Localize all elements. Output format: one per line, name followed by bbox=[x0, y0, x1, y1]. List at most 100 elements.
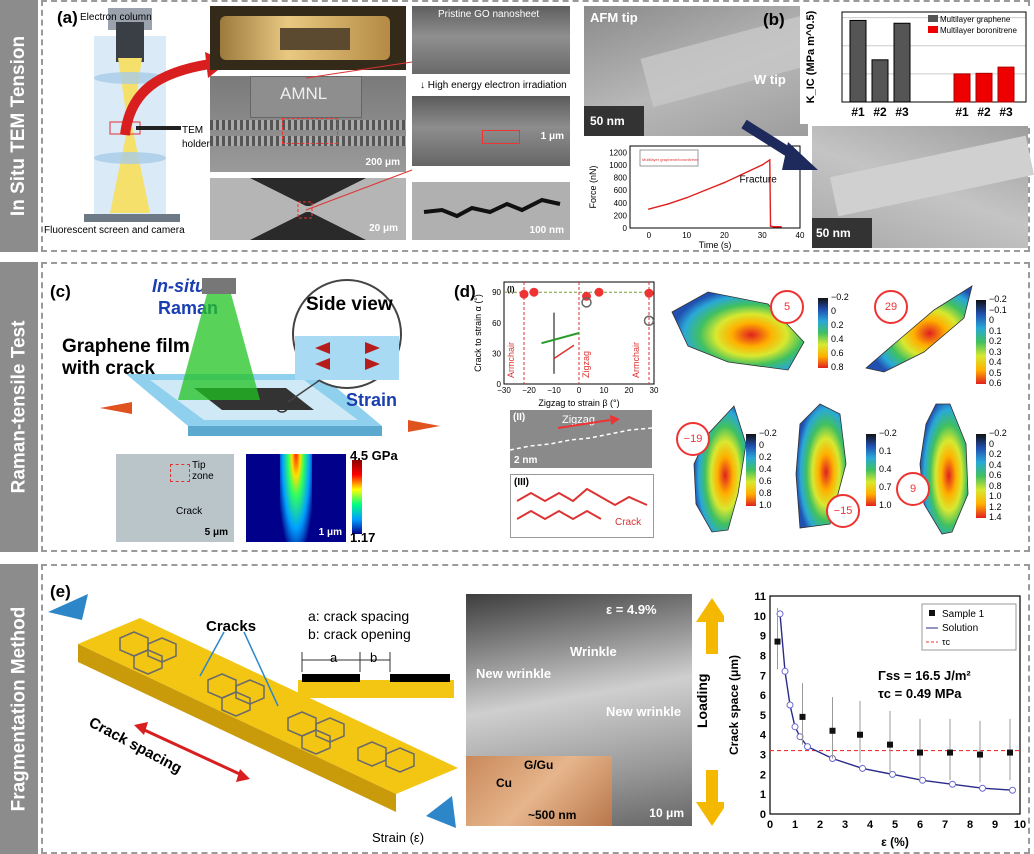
x-axis-label: Time (s) bbox=[699, 240, 732, 250]
sem-device: AMNL 200 μm bbox=[210, 76, 406, 172]
sample-point bbox=[857, 731, 863, 738]
x-tick-label: 10 bbox=[600, 386, 609, 395]
x-tick-label: 20 bbox=[720, 231, 729, 240]
filled-point bbox=[529, 287, 539, 297]
x-tick-label: −30 bbox=[497, 386, 511, 395]
graphene-bar bbox=[893, 22, 911, 103]
cbar-max: 4.5 GPa bbox=[350, 448, 398, 463]
section-tem-tension: In Situ TEM Tension (a) Electron column … bbox=[0, 0, 1034, 252]
label-b: (b) bbox=[763, 10, 785, 29]
scalebar-50nm-b: 50 nm bbox=[816, 226, 851, 240]
legend-tau: τc bbox=[942, 637, 951, 647]
stem-panel: (II) Zigzag 2 nm bbox=[509, 410, 653, 468]
graphene-bar bbox=[849, 19, 867, 103]
boronitrene-bar bbox=[953, 73, 971, 103]
legend-swatch-sample bbox=[929, 610, 935, 616]
colorbar-tick: 0.8 bbox=[759, 488, 772, 498]
filled-point bbox=[519, 289, 529, 299]
amnl-text: AMNL bbox=[280, 84, 328, 103]
orientation-tag-text: −19 bbox=[683, 433, 703, 445]
strain-e-label: Strain (ε) bbox=[372, 830, 425, 845]
x-tick-label: 4 bbox=[867, 819, 874, 831]
category-label: #3 bbox=[999, 105, 1013, 119]
cracks-label: Cracks bbox=[206, 618, 257, 635]
side-label-raman: Raman-tensile Test bbox=[0, 262, 38, 552]
y-axis-label: Crack space (μm) bbox=[727, 655, 741, 755]
orientation-tag-text: 29 bbox=[884, 301, 898, 313]
solution-point bbox=[949, 780, 956, 788]
panel-III-label: (III) bbox=[514, 477, 529, 488]
colorbar-tick: 0 bbox=[989, 315, 995, 325]
force-point bbox=[742, 172, 745, 175]
open-point bbox=[581, 297, 592, 308]
solution-point bbox=[786, 701, 794, 709]
fragmentation-schematic bbox=[48, 594, 458, 828]
y-tick-label: 800 bbox=[614, 174, 628, 183]
orientation-tag: −19 bbox=[676, 422, 710, 456]
frame-tem bbox=[41, 0, 1030, 252]
y-tick-label: 30 bbox=[492, 349, 501, 358]
strain-map bbox=[919, 403, 969, 535]
force-point bbox=[772, 225, 775, 228]
legend-sample: Sample 1 bbox=[942, 609, 985, 620]
section-raman: Raman-tensile Test (c) In-situ Raman Sid… bbox=[0, 262, 1033, 552]
label-e: (e) bbox=[50, 582, 71, 601]
y-tick-label: 0 bbox=[623, 224, 628, 233]
map-shape bbox=[919, 403, 969, 535]
boronitrene-bar bbox=[997, 66, 1015, 103]
colorbar-tick: 0.3 bbox=[989, 346, 1002, 357]
strain-map bbox=[865, 285, 973, 373]
colorbar-tick: 1.4 bbox=[989, 512, 1002, 522]
graphene-film-label: Graphene film with crack bbox=[62, 336, 190, 379]
colorbar-tick: 0 bbox=[989, 438, 995, 449]
section-fragmentation: Fragmentation Method (e) Cracks Crack sp… bbox=[0, 564, 1033, 854]
spacing-diagram bbox=[298, 652, 454, 698]
colorbar-tick: −0.2 bbox=[989, 294, 1007, 304]
optical-image: Tip zone Crack 5 μm bbox=[116, 454, 234, 542]
category-label: #2 bbox=[977, 105, 991, 119]
scalebar-50nm: 50 nm bbox=[590, 114, 625, 128]
navy-arrow bbox=[741, 119, 818, 170]
sample-point bbox=[1007, 749, 1013, 756]
in-situ-label: In-situ bbox=[152, 276, 206, 296]
open-point bbox=[643, 315, 655, 327]
plot-frame bbox=[769, 595, 1021, 815]
force-point bbox=[768, 159, 771, 161]
x-tick-label: 9 bbox=[992, 819, 998, 831]
side-view-label: Side view bbox=[306, 294, 393, 315]
cu-inset: G/Gu Cu ~500 nm bbox=[466, 756, 612, 826]
solution-point bbox=[781, 667, 789, 675]
scalebar-20um: 20 μm bbox=[369, 223, 398, 234]
colorbar-tick: −0.2 bbox=[879, 428, 897, 438]
colorbar-tick: 0.4 bbox=[831, 334, 844, 344]
stress-colorbar bbox=[352, 460, 362, 534]
label-c: (c) bbox=[50, 282, 71, 301]
orientation-tag-text: 5 bbox=[783, 301, 791, 313]
irradiation-text: High energy electron irradiation bbox=[427, 80, 567, 91]
force-point bbox=[666, 203, 669, 205]
crack-c-label: Crack bbox=[176, 506, 203, 517]
colorbar-tick: 1.2 bbox=[989, 501, 1002, 512]
inset-label: Multilayer graphene/boronitrene bbox=[642, 157, 699, 162]
sample-point bbox=[887, 741, 893, 748]
y-tick-label: 8 bbox=[760, 650, 766, 662]
side-label-tem: In Situ TEM Tension bbox=[0, 0, 38, 252]
wrinkle-label: Wrinkle bbox=[570, 644, 617, 659]
a-def-label: a: crack spacing bbox=[308, 608, 410, 624]
afm-image: AFM tip W tip 50 nm bbox=[584, 6, 818, 136]
solution-point bbox=[859, 764, 866, 772]
y-axis-label: K_IC (MPa m^0.5) bbox=[805, 10, 817, 103]
screen-label: Fluorescent screen and camera bbox=[44, 225, 185, 236]
colorbar-tick: 0.4 bbox=[989, 357, 1002, 367]
zoom-lines-a bbox=[305, 61, 413, 211]
orientation-tag: 5 bbox=[770, 290, 804, 324]
new-wrinkle-2: New wrinkle bbox=[606, 704, 682, 719]
orientation-tag: −15 bbox=[826, 494, 860, 528]
loading-label: Loading bbox=[694, 673, 710, 728]
category-label: #1 bbox=[851, 105, 865, 119]
plot-frame bbox=[629, 145, 801, 229]
colorbar-tick: 0.4 bbox=[759, 464, 772, 474]
